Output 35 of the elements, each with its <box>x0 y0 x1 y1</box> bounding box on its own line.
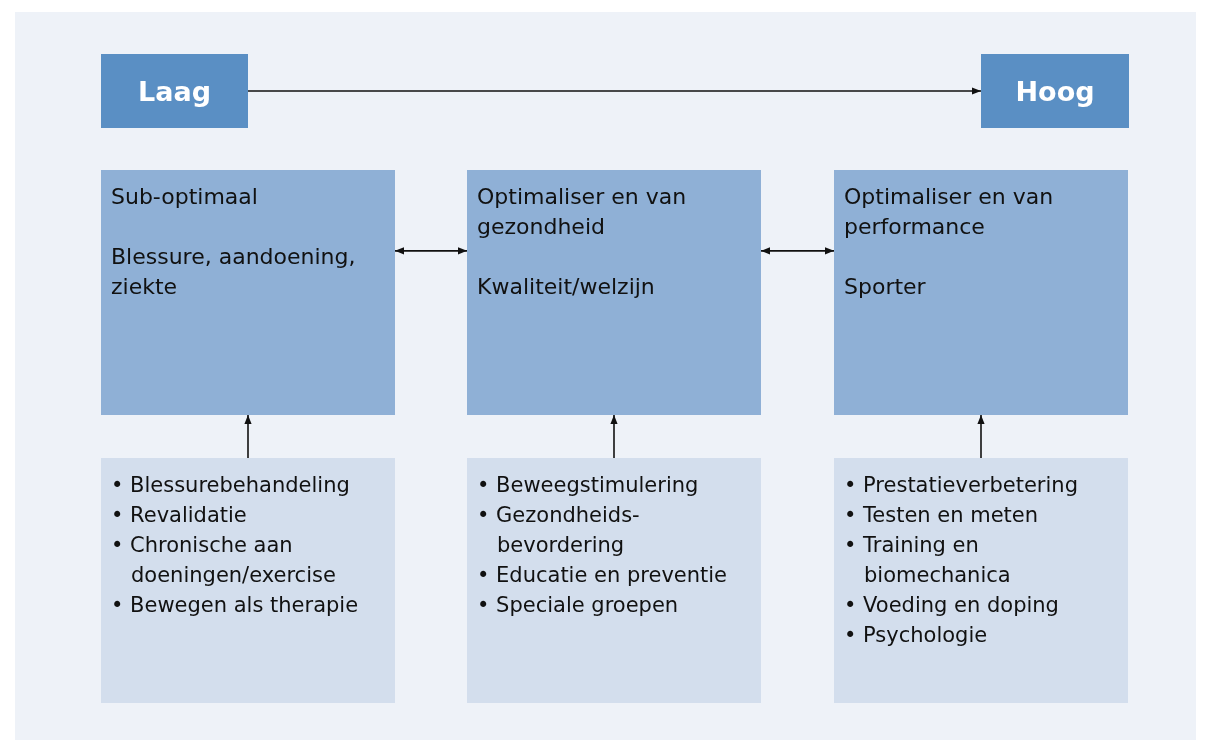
arrow <box>247 87 982 95</box>
scale-label: Laag <box>138 75 211 107</box>
bullet-item: • Psychologie <box>844 622 989 649</box>
box-text: Kwaliteit/welzijn <box>477 273 656 301</box>
arrow <box>394 247 468 255</box>
scale-box <box>981 54 1129 128</box>
bullet-item: • Educatie en preventie <box>477 562 729 589</box>
arrow <box>977 414 985 459</box>
scale-label: Hoog <box>1015 75 1095 107</box>
box-heading: Optimaliser en van gezondheid <box>477 183 688 241</box>
bullet-item: • Testen en meten <box>844 502 1040 529</box>
arrow <box>610 414 618 459</box>
bullet-item: • Gezondheids- bevordering <box>477 502 641 559</box>
bullet-item: • Bewegen als therapie <box>111 592 360 619</box>
bullet-item: • Prestatieverbetering <box>844 472 1079 499</box>
category-box <box>834 170 1128 415</box>
box-text: Sporter <box>844 273 927 301</box>
arrow <box>760 247 835 255</box>
bullet-item: • Voeding en doping <box>844 592 1060 619</box>
bullet-item: • Blessurebehandeling <box>111 472 351 499</box>
box-heading: Sub-optimaal <box>111 183 259 211</box>
category-box <box>101 170 395 415</box>
box-text: Blessure, aandoening, ziekte <box>111 243 357 301</box>
box-heading: Optimaliser en van performance <box>844 183 1055 241</box>
bullet-item: • Revalidatie <box>111 502 248 529</box>
bullet-item: • Chronische aan doeningen/exercise <box>111 532 337 589</box>
bullet-item: • Speciale groepen <box>477 592 680 619</box>
list-box <box>834 458 1128 703</box>
arrow <box>244 414 252 459</box>
list-box <box>467 458 761 703</box>
bullet-item: • Training en biomechanica <box>844 532 1012 589</box>
bullet-item: • Beweegstimulering <box>477 472 700 499</box>
list-box <box>101 458 395 703</box>
category-box <box>467 170 761 415</box>
scale-box <box>101 54 248 128</box>
